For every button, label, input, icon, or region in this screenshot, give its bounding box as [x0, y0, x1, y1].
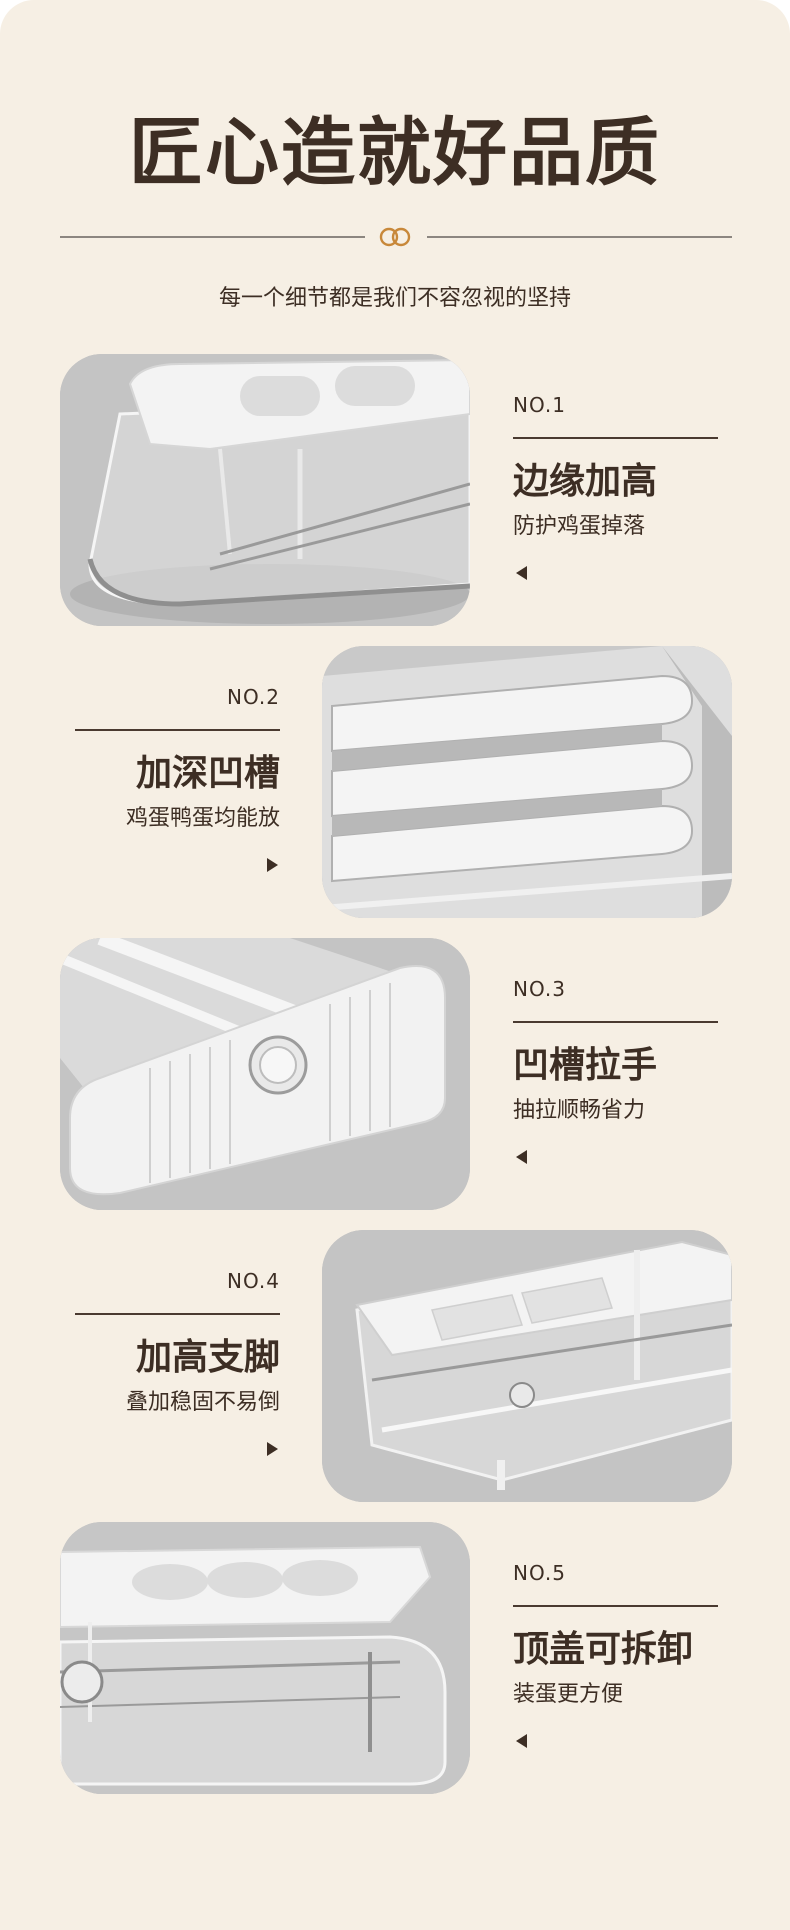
tray-edge-photo — [60, 354, 470, 626]
divider-left — [60, 236, 365, 238]
double-ring-icon — [379, 227, 411, 247]
feature-name: 加高支脚 — [135, 1337, 280, 1378]
arrow-right-icon — [267, 858, 278, 872]
arrow-left-icon — [516, 1734, 527, 1748]
feature-desc: 抽拉顺畅省力 — [513, 1098, 646, 1123]
arrow-left-icon — [516, 566, 527, 580]
feature-rule — [513, 437, 718, 439]
feature-desc: 装蛋更方便 — [513, 1682, 624, 1707]
feature-number: NO.5 — [513, 1561, 566, 1585]
feature-rule — [513, 1021, 718, 1023]
deep-groove-photo — [322, 646, 732, 918]
feature-rule — [513, 1605, 718, 1607]
arrow-right-icon — [267, 1442, 278, 1456]
feature-5: NO.5 顶盖可拆卸 装蛋更方便 — [513, 1560, 718, 1748]
page-title: 匠心造就好品质 — [129, 110, 661, 196]
feature-rule — [75, 729, 280, 731]
removable-lid-photo — [60, 1522, 470, 1794]
groove-handle-photo — [60, 938, 470, 1210]
feature-name: 边缘加高 — [513, 461, 658, 502]
feature-desc: 叠加稳固不易倒 — [125, 1390, 280, 1415]
divider-right — [427, 236, 732, 238]
feature-rule — [75, 1313, 280, 1315]
feature-name: 顶盖可拆卸 — [513, 1629, 694, 1670]
feature-number: NO.2 — [227, 685, 280, 709]
page-subtitle: 每一个细节都是我们不容忽视的坚持 — [218, 286, 571, 311]
feature-3: NO.3 凹槽拉手 抽拉顺畅省力 — [513, 976, 718, 1164]
feature-name: 凹槽拉手 — [513, 1045, 658, 1086]
raised-legs-photo — [322, 1230, 732, 1502]
feature-number: NO.4 — [227, 1269, 280, 1293]
feature-name: 加深凹槽 — [135, 753, 280, 794]
arrow-left-icon — [516, 1150, 527, 1164]
feature-number: NO.3 — [513, 977, 566, 1001]
feature-1: NO.1 边缘加高 防护鸡蛋掉落 — [513, 392, 718, 580]
feature-desc: 防护鸡蛋掉落 — [513, 514, 646, 539]
feature-number: NO.1 — [513, 393, 566, 417]
feature-desc: 鸡蛋鸭蛋均能放 — [125, 806, 280, 831]
